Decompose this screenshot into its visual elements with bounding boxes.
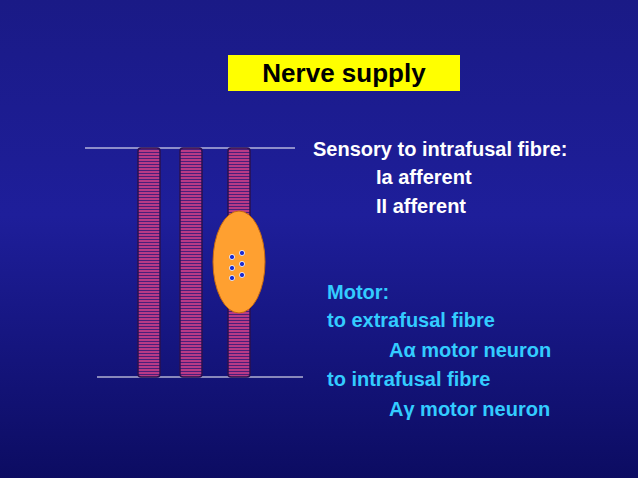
target-label: to extrafusal fibre	[327, 309, 495, 332]
nuclei	[229, 250, 244, 280]
extrafusal-fibre	[138, 148, 160, 377]
target-label: to intrafusal fibre	[327, 368, 490, 391]
extrafusal-fibre	[180, 148, 202, 377]
afferent-label: II afferent	[376, 195, 466, 218]
title-box: Nerve supply	[228, 55, 460, 91]
neuron-label: Aα motor neuron	[389, 339, 551, 362]
nuclear-bag	[213, 211, 265, 313]
motor-heading: Motor:	[327, 281, 389, 304]
afferent-label: Ia afferent	[376, 166, 472, 189]
sensory-heading: Sensory to intrafusal fibre:	[313, 138, 568, 161]
neuron-label: Aγ motor neuron	[389, 398, 550, 421]
